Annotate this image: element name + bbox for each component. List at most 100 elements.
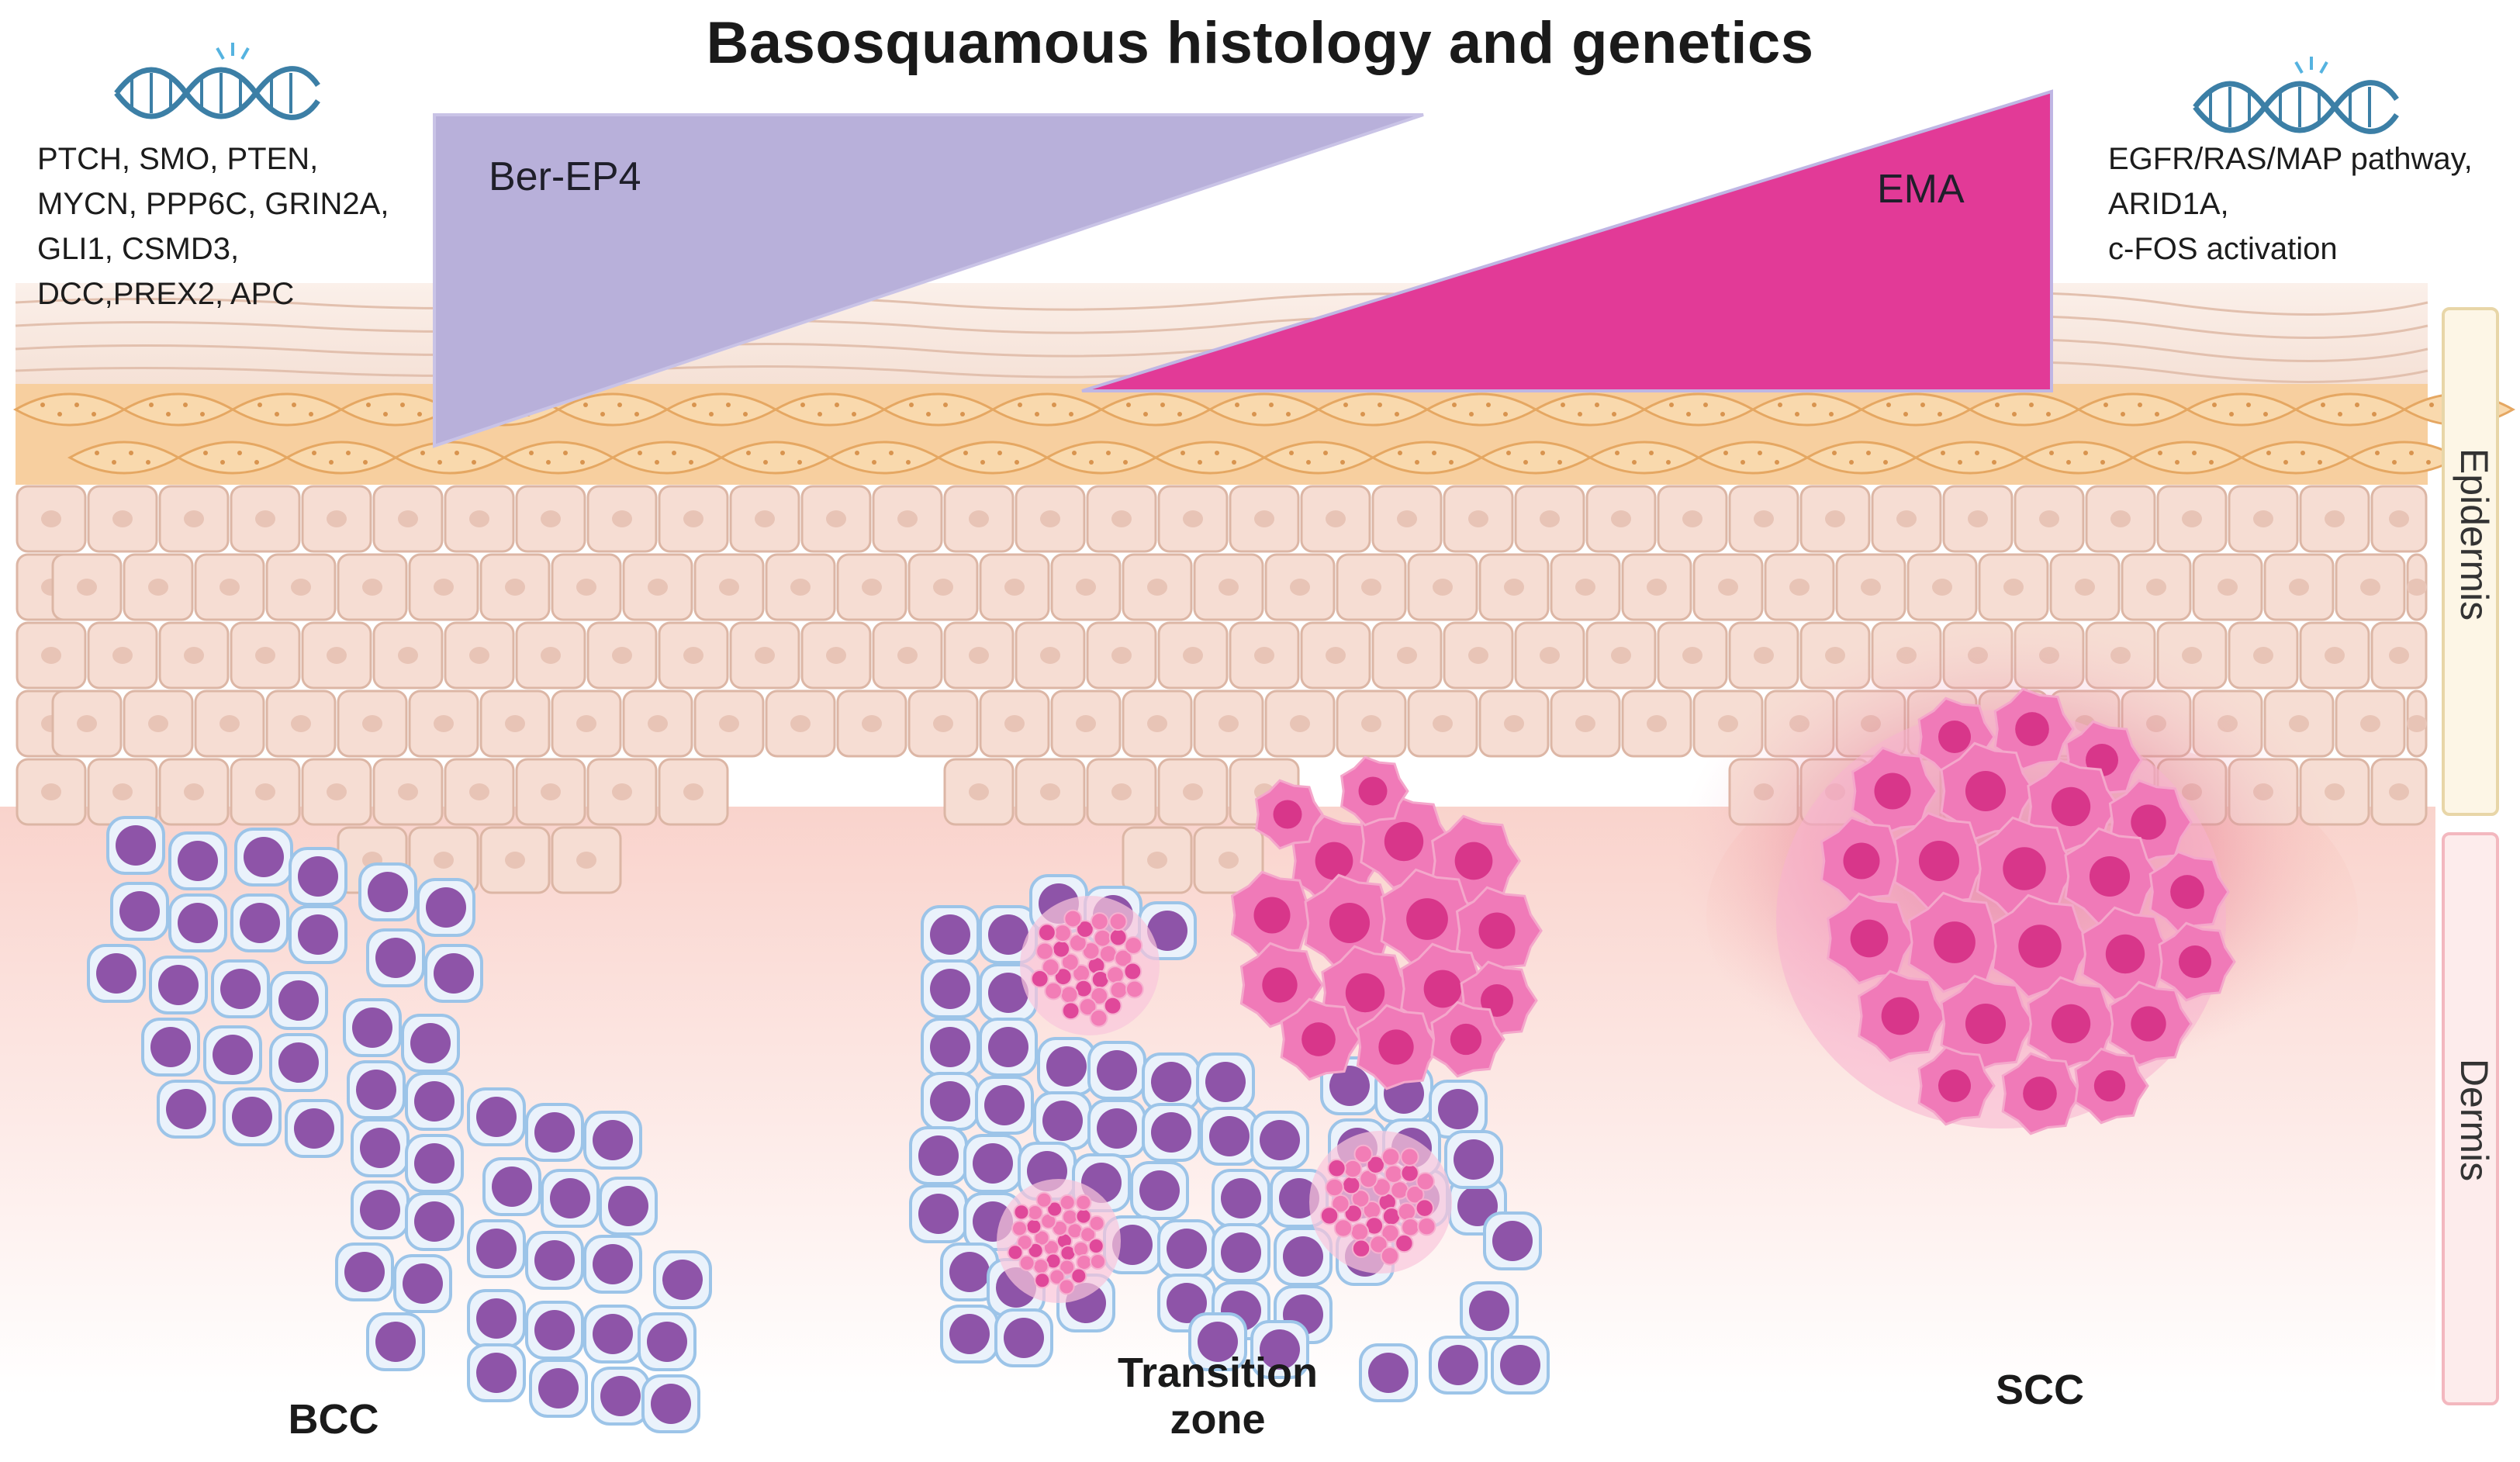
basaloid-nucleus [294,1108,334,1149]
granule-dot [2209,460,2214,465]
keratinocyte-nucleus [1326,647,1346,664]
granule-dot [1995,403,2000,407]
keratinocyte-nucleus [291,579,311,596]
granule-dot [1829,412,1834,416]
granule-dot [203,451,208,455]
keratinocyte-nucleus [255,510,275,527]
keratinocyte-nucleus [148,579,168,596]
keratinocyte-nucleus [362,715,382,732]
basaloid-nucleus [1167,1229,1207,1269]
keratinocyte-nucleus [469,783,489,800]
granule-dot [2212,403,2217,407]
granule-dot [980,460,985,465]
basaloid-nucleus [1283,1236,1323,1277]
granule-dot [2029,403,2034,407]
nest-cell [1073,1240,1090,1258]
nest-cell [1390,1180,1409,1200]
keratinocyte-nucleus [469,647,489,664]
keratinocyte-nucleus [505,579,525,596]
transition-zone-cluster [909,755,1550,1402]
squamous-nucleus [1843,842,1880,880]
keratinocyte-nucleus [398,510,418,527]
nest-cell [1027,1242,1044,1259]
keratinocyte-nucleus [1290,715,1310,732]
granule-dot [1795,412,1799,416]
basaloid-nucleus [213,1035,253,1075]
granule-dot [472,460,476,465]
keratinocyte-nucleus [2039,510,2059,527]
basaloid-nucleus [1097,1050,1137,1090]
squamous-nucleus [1478,912,1516,949]
granule-dot [200,412,205,416]
granule-dot [1089,460,1094,465]
squamous-nucleus [2089,855,2131,897]
nest-cell [1366,1155,1385,1174]
nest-cell [1381,1147,1401,1166]
keratinocyte-nucleus [1040,783,1060,800]
granule-dot [2100,460,2105,465]
keratinocyte-nucleus [2389,783,2409,800]
keratinocyte-nucleus [755,510,775,527]
basaloid-nucleus [1151,1062,1191,1102]
dna-helix-icon-right [2193,57,2399,134]
keratinocyte-nucleus [2075,579,2095,596]
basaloid-nucleus [116,825,156,866]
granule-dot [1398,451,1402,455]
granule-dot [1595,403,1599,407]
keratinocyte-nucleus [1219,715,1239,732]
squamous-nucleus [1934,921,1976,963]
granule-dot [797,460,802,465]
nest-cell [1353,1144,1373,1164]
keratinocyte-nucleus [112,510,133,527]
basaloid-nucleus [538,1368,579,1408]
keratinocyte-nucleus [576,852,596,869]
granule-dot [2321,403,2325,407]
basaloid-nucleus [403,1263,443,1304]
granule-dot [1395,412,1399,416]
nest-cell [1053,924,1072,943]
transition-zone-label: Transition zone [1070,1350,1365,1443]
keratinocyte-nucleus [2289,579,2309,596]
squamous-nucleus [1918,840,1960,882]
nest-cell [1032,1258,1049,1275]
keratinocyte-nucleus [862,715,882,732]
basaloid-nucleus [476,1229,517,1269]
keratinocyte-nucleus [327,783,347,800]
keratinocyte-nucleus [1076,715,1096,732]
basaloid-nucleus [414,1143,455,1184]
keratinocyte-nucleus [1219,852,1239,869]
transition-label-line1: Transition [1117,1350,1319,1396]
basaloid-nucleus [344,1252,385,1292]
bcc-cell-cluster [87,816,712,1433]
ber-ep4-label: Ber-EP4 [489,154,641,199]
granule-dot [166,412,171,416]
basaloid-nucleus [166,1089,206,1129]
nest-cell [1025,1218,1042,1235]
keratinocyte-nucleus [2389,510,2409,527]
nest-cell [1060,952,1080,972]
granule-dot [1252,412,1257,416]
granule-dot [1123,460,1128,465]
ema-triangle [1081,89,2053,392]
granule-dot [1740,460,1745,465]
keratinocyte-nucleus [1647,715,1667,732]
squamous-nucleus [2018,925,2062,968]
basaloid-nucleus [1500,1345,1540,1385]
granule-dot [583,403,588,407]
basaloid-nucleus [1004,1318,1044,1358]
keratinocyte-nucleus [1682,647,1702,664]
granule-dot [292,403,296,407]
granule-dot [1812,403,1817,407]
nest-cell [1061,1001,1080,1021]
scc-genetics-list: EGFR/RAS/MAP pathway, ARID1A, c-FOS acti… [2108,137,2473,271]
keratinocyte-nucleus [612,647,632,664]
granule-dot [329,460,334,465]
granule-dot [563,451,568,455]
granule-dot [420,451,425,455]
granule-dot [1886,403,1891,407]
nest-cell [1061,1208,1078,1225]
basaloid-nucleus [1260,1329,1300,1370]
basaloid-nucleus [1368,1353,1409,1393]
granule-dot [2266,451,2271,455]
